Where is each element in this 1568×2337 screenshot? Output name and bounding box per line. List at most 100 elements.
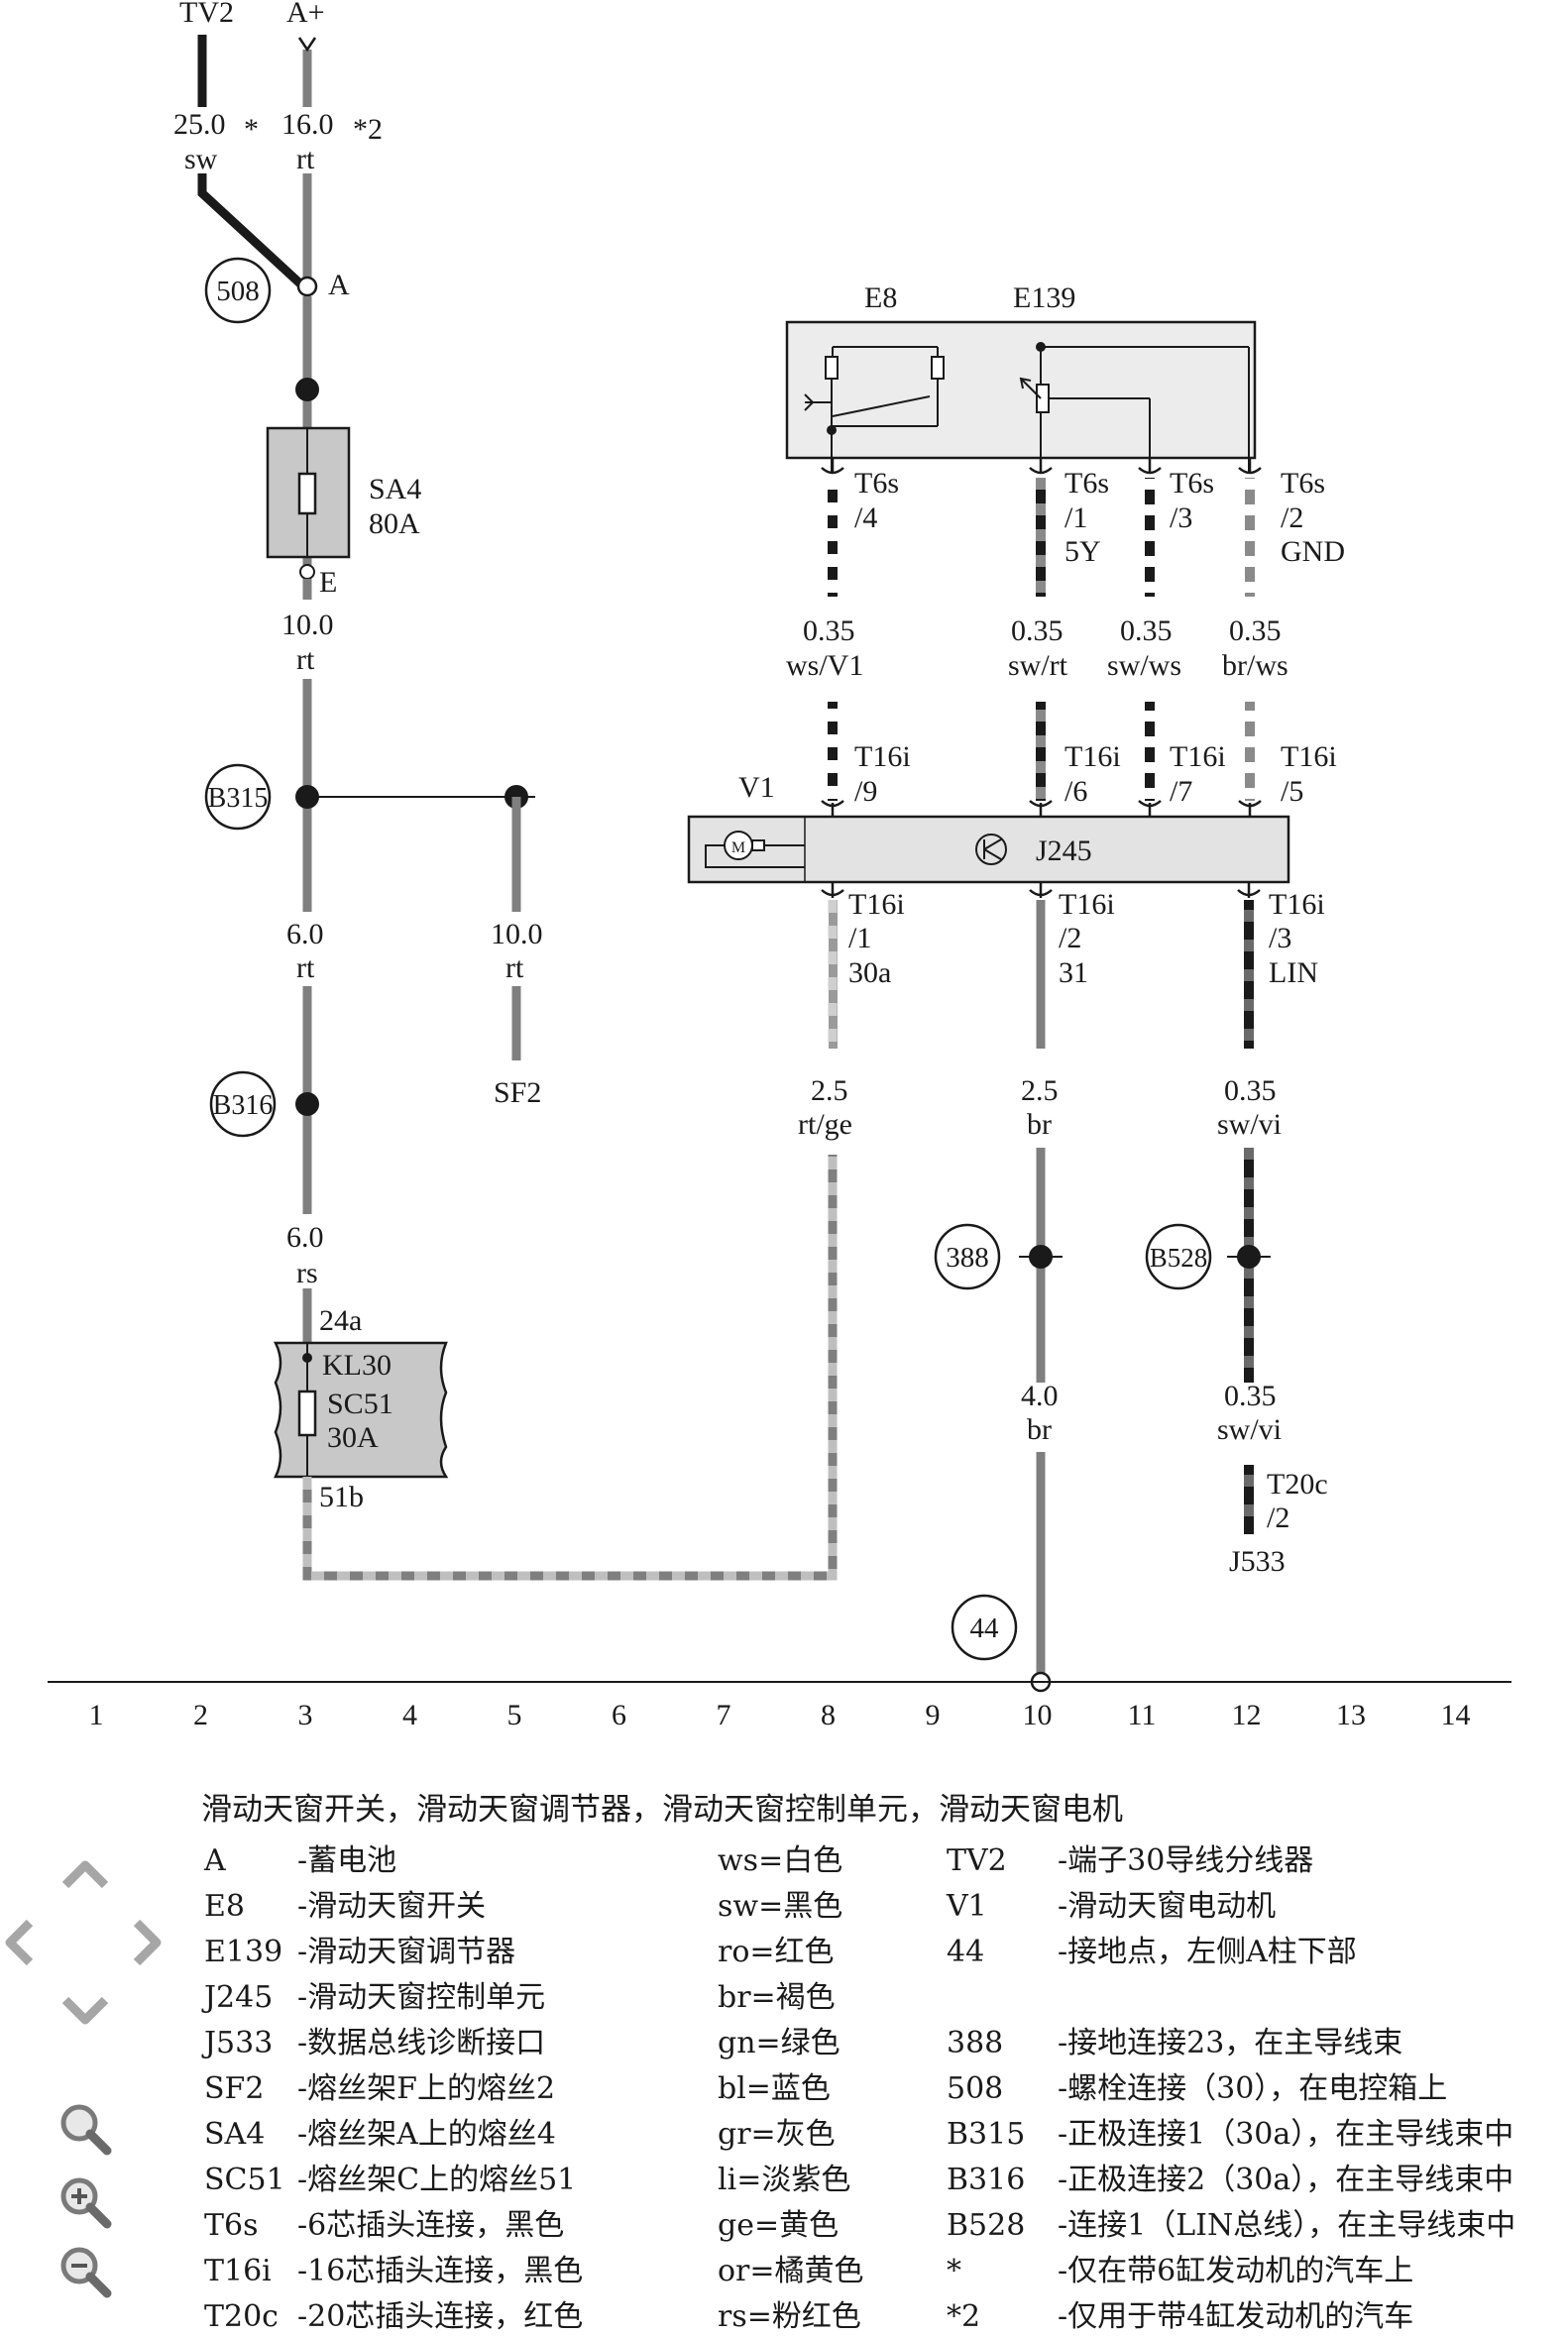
component-code: SF2 xyxy=(204,2071,265,2106)
terminal-a xyxy=(296,276,318,297)
sc51-kl: KL30 xyxy=(322,1349,392,1382)
ruler-number: 3 xyxy=(298,1699,313,1731)
legend-title: 滑动天窗开关，滑动天窗调节器，滑动天窗控制单元，滑动天窗电机 xyxy=(201,1792,1123,1828)
transistor-icon xyxy=(975,834,1007,865)
wire-t20c-size: 0.35 xyxy=(1224,1380,1277,1412)
t16i7-conn: T16i xyxy=(1170,740,1226,773)
junction-b315 xyxy=(295,785,319,809)
e8-switch-icon xyxy=(804,346,945,474)
wire-lin-size: 0.35 xyxy=(1224,1074,1277,1107)
nav-right-icon[interactable] xyxy=(127,1915,167,1970)
zoom-in-icon[interactable] xyxy=(56,2172,115,2232)
connection-description: -正极连接2（30a），在主导线束中 xyxy=(1058,2163,1514,2197)
wire-swws-color: sw/ws xyxy=(1107,649,1181,682)
node-b315-badge xyxy=(204,763,272,831)
sc51-rating: 30A xyxy=(327,1421,379,1454)
node-44-label: 44 xyxy=(970,1613,1000,1644)
connector-pin-icons xyxy=(821,458,1262,898)
wire-b316-size: 6.0 xyxy=(286,1221,324,1254)
junction-b316 xyxy=(295,1092,319,1116)
star-note: * xyxy=(244,113,259,146)
connection-description: -端子30导线分线器 xyxy=(1058,1843,1314,1878)
nav-down-icon[interactable] xyxy=(57,1990,113,2030)
ruler-number: 8 xyxy=(821,1699,836,1731)
node-b528-badge xyxy=(1145,1223,1212,1290)
wire-aplus-size: 16.0 xyxy=(281,108,334,141)
e8-e139-housing xyxy=(785,320,1257,460)
t6s4-pin: /4 xyxy=(854,501,877,534)
t6s2-pin: /2 xyxy=(1281,501,1303,534)
fuse-sa4-element xyxy=(297,472,317,515)
component-code: A xyxy=(204,1843,226,1878)
label-tv2: TV2 xyxy=(179,0,234,29)
wire-tv2-diag xyxy=(197,173,308,291)
wire-swrt-size: 0.35 xyxy=(1011,614,1064,647)
sc51-name: SC51 xyxy=(327,1388,393,1420)
node-388-badge xyxy=(934,1223,1001,1290)
connection-description: -仅用于带4缸发动机的汽车 xyxy=(1058,2299,1414,2334)
component-description: -6芯插头连接，黑色 xyxy=(297,2208,565,2243)
j245-label: J245 xyxy=(1036,835,1092,867)
wire-swws-upper xyxy=(1145,478,1155,597)
connection-description: -连接1（LIN总线），在主导线束中 xyxy=(1058,2208,1516,2243)
wire-30a-loop-dash xyxy=(302,1155,838,1581)
ruler-number: 10 xyxy=(1023,1699,1053,1731)
connection-code: V1 xyxy=(947,1889,987,1924)
wire-44-color: br xyxy=(1027,1413,1052,1446)
magnifier-icon[interactable] xyxy=(56,2099,115,2159)
wire-wsv1-color: ws/V1 xyxy=(786,649,863,682)
motor-label: M xyxy=(731,839,745,856)
wire-e-size: 10.0 xyxy=(281,609,334,641)
wire-sf2-size: 10.0 xyxy=(491,918,543,950)
wire-color-code: sw=黑色 xyxy=(718,1889,843,1924)
ruler-number: 2 xyxy=(193,1699,208,1731)
sc51-pin-out: 51b xyxy=(319,1481,364,1513)
t16i2-pin: /2 xyxy=(1059,922,1081,954)
connection-code: * xyxy=(947,2254,961,2288)
wire-tv2-size: 25.0 xyxy=(173,108,226,141)
t16i2-conn: T16i xyxy=(1059,888,1115,921)
zoom-out-icon[interactable] xyxy=(56,2242,115,2301)
wire-brws-color: br/ws xyxy=(1222,649,1288,682)
terminal-e xyxy=(299,564,315,580)
terminal-e-label: E xyxy=(319,566,337,599)
j245-box xyxy=(687,815,1290,884)
component-code: E8 xyxy=(204,1889,245,1924)
t16i2-sig: 31 xyxy=(1059,956,1088,989)
nav-up-icon[interactable] xyxy=(57,1855,113,1895)
t20c-pin: /2 xyxy=(1267,1502,1289,1534)
fuse-sc51-panel xyxy=(273,1341,449,1479)
wiring-diagram: TV2 A+ 25.0 sw * 16.0 rt *2 508 A SA4 80… xyxy=(48,0,1512,1731)
fuse-sa4-rating: 80A xyxy=(369,507,420,540)
wire-t20c-color: sw/vi xyxy=(1217,1413,1282,1446)
component-description: -20芯插头连接，红色 xyxy=(297,2299,584,2334)
ruler-number: 1 xyxy=(89,1699,104,1731)
t6s3-conn: T6s xyxy=(1170,467,1214,500)
wire-color-code: bl=蓝色 xyxy=(718,2071,831,2106)
wire-e-color: rt xyxy=(296,643,315,676)
node-508-label: 508 xyxy=(216,276,260,307)
t6s2-conn: T6s xyxy=(1281,467,1325,500)
t16i3-pin: /3 xyxy=(1269,922,1291,954)
component-description: -熔丝架A上的熔丝4 xyxy=(297,2117,556,2152)
sf2-label: SF2 xyxy=(494,1076,541,1109)
t20c-conn: T20c xyxy=(1267,1468,1328,1501)
connection-description: -接地点，左侧A柱下部 xyxy=(1058,1935,1357,1969)
connection-code: *2 xyxy=(947,2299,981,2334)
connection-code: 388 xyxy=(947,2026,1004,2060)
t6s4-conn: T6s xyxy=(854,467,899,500)
nav-left-icon[interactable] xyxy=(0,1915,40,1970)
wire-color-code: rs=粉红色 xyxy=(718,2299,861,2334)
component-code: SA4 xyxy=(204,2117,266,2152)
wire-color-code: br=褐色 xyxy=(718,1980,836,2015)
node-b316-label: B316 xyxy=(213,1090,274,1121)
wire-b315-color: rt xyxy=(296,951,315,984)
node-b528-label: B528 xyxy=(1150,1243,1208,1273)
e8-label: E8 xyxy=(864,281,897,314)
node-508-badge xyxy=(204,257,272,324)
t6s2-sig: GND xyxy=(1281,535,1345,568)
component-code: J533 xyxy=(204,2026,274,2060)
connection-code: B528 xyxy=(947,2208,1026,2243)
t16i1-pin: /1 xyxy=(848,922,871,954)
wire-color-code: gn=绿色 xyxy=(718,2026,840,2060)
